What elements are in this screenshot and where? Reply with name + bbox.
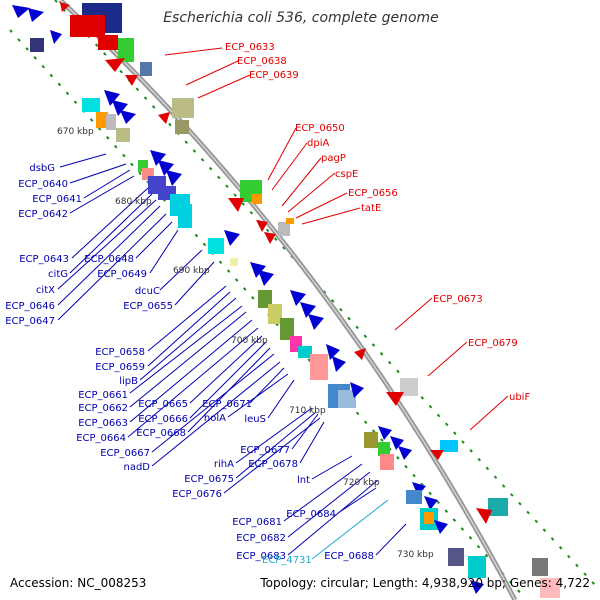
gene-label: ECP_0640 — [18, 179, 68, 190]
gene-label: ECP_0638 — [237, 56, 287, 67]
gene-label: ECP_0650 — [295, 123, 345, 134]
gene-label: ECP_0663 — [78, 418, 128, 429]
accession-label: Accession: NC_008253 — [10, 576, 146, 590]
gene-label: ECP_0665 — [138, 399, 188, 410]
feature-block — [488, 498, 508, 516]
feature-block — [532, 558, 548, 576]
gene-label: dcuC — [135, 286, 160, 297]
gene-label: ECP_0673 — [433, 294, 483, 305]
gene-label: pagP — [321, 153, 346, 164]
gene-label: dsbG — [29, 163, 55, 174]
tick-label: 730 kbp — [397, 550, 434, 560]
gene-label: ECP_0647 — [5, 316, 55, 327]
gene-label: ECP_0646 — [5, 301, 55, 312]
feature-block — [540, 578, 560, 598]
feature-arrow — [476, 508, 492, 524]
tick-label: 690 kbp — [173, 266, 210, 276]
gene-label: ECP_0683 — [236, 551, 286, 562]
gene-label: ECP_0643 — [19, 254, 69, 265]
feature-arrow — [264, 232, 276, 244]
gene-label: ECP_0682 — [236, 533, 286, 544]
gene-label: leuS — [244, 414, 266, 425]
gene-label: tatE — [361, 203, 381, 214]
topology-summary: Topology: circular; Length: 4,938,920 bp… — [259, 576, 590, 590]
gene-label: ECP_0658 — [95, 347, 145, 358]
outer-callout-lines — [164, 47, 509, 431]
feature-block — [175, 120, 189, 134]
feature-arrow — [105, 58, 125, 72]
tick-label: 680 kbp — [115, 197, 152, 207]
gene-label: lipB — [119, 376, 138, 387]
gene-label: ECP_0642 — [18, 209, 68, 220]
feature-arrow — [228, 198, 244, 212]
gene-label: ECP_0666 — [138, 414, 188, 425]
rna-callout-line — [311, 499, 389, 560]
gene-label: ECP_0684 — [286, 509, 336, 520]
feature-block — [400, 378, 418, 396]
gene-label: ECP_0641 — [32, 194, 82, 205]
gene-label: ECP_0679 — [468, 338, 518, 349]
gene-label: ECP_0661 — [78, 390, 128, 401]
gene-label: cspE — [335, 169, 358, 180]
gene-label: ECP_0648 — [84, 254, 134, 265]
gene-label: ECP_0671 — [202, 399, 252, 410]
feature-arrow — [158, 112, 170, 124]
feature-block — [118, 38, 134, 62]
dotted-guides — [9, 0, 596, 599]
feature-arrow — [125, 75, 138, 86]
gene-label: rihA — [214, 459, 234, 470]
feature-block — [140, 62, 152, 76]
feature-arrow — [386, 392, 404, 406]
tick-label: 700 kbp — [231, 336, 268, 346]
gene-label: ECP_0677 — [240, 445, 290, 456]
feature-arrow — [256, 220, 268, 232]
plus-strand-features — [60, 2, 560, 598]
feature-block — [278, 222, 290, 236]
feature-block — [172, 98, 194, 118]
inner-callout-lines — [57, 153, 407, 556]
map-title: Escherichia coli 536, complete genome — [163, 10, 439, 26]
gene-label: nadD — [123, 462, 150, 473]
gene-label: ECP_0659 — [95, 362, 145, 373]
genome-backbone-highlight — [59, 0, 516, 600]
tick-label: 720 kbp — [343, 478, 380, 488]
gene-label: lnt — [297, 475, 310, 486]
gene-label: ECP_0664 — [76, 433, 126, 444]
gene-label: ECP_0633 — [225, 42, 275, 53]
feature-block — [252, 194, 262, 204]
tick-label: 710 kbp — [289, 406, 326, 416]
gene-label: holA — [204, 413, 226, 424]
gene-label: ECP_0667 — [100, 448, 150, 459]
gene-label: ECP_0655 — [123, 301, 173, 312]
feature-arrow — [354, 348, 366, 360]
gene-label: citG — [48, 269, 68, 280]
gene-label: ECP_0681 — [232, 517, 282, 528]
gene-label: ECP_0662 — [78, 403, 128, 414]
gene-label: ECP_0639 — [249, 70, 299, 81]
feature-arrow — [430, 450, 444, 460]
feature-arrow — [60, 2, 70, 12]
gene-label: ECP_0675 — [184, 474, 234, 485]
gene-label: ECP_0668 — [136, 428, 186, 439]
gene-label: dpiA — [307, 138, 329, 149]
feature-block — [70, 15, 105, 37]
gene-label: ECP_0688 — [324, 551, 374, 562]
feature-block — [286, 218, 294, 224]
gene-label: ECP_0676 — [172, 489, 222, 500]
gene-label: ECP_4731 — [262, 555, 312, 566]
feature-block — [440, 440, 458, 452]
gene-label: citX — [36, 285, 55, 296]
gene-label: ECP_0678 — [248, 459, 298, 470]
minus-strand-features — [12, 5, 486, 594]
gene-label: ubiF — [509, 392, 530, 403]
gene-label: ECP_0649 — [97, 269, 147, 280]
tick-label: 670 kbp — [57, 127, 94, 137]
feature-block — [98, 35, 118, 50]
gene-label: ECP_0656 — [348, 188, 398, 199]
